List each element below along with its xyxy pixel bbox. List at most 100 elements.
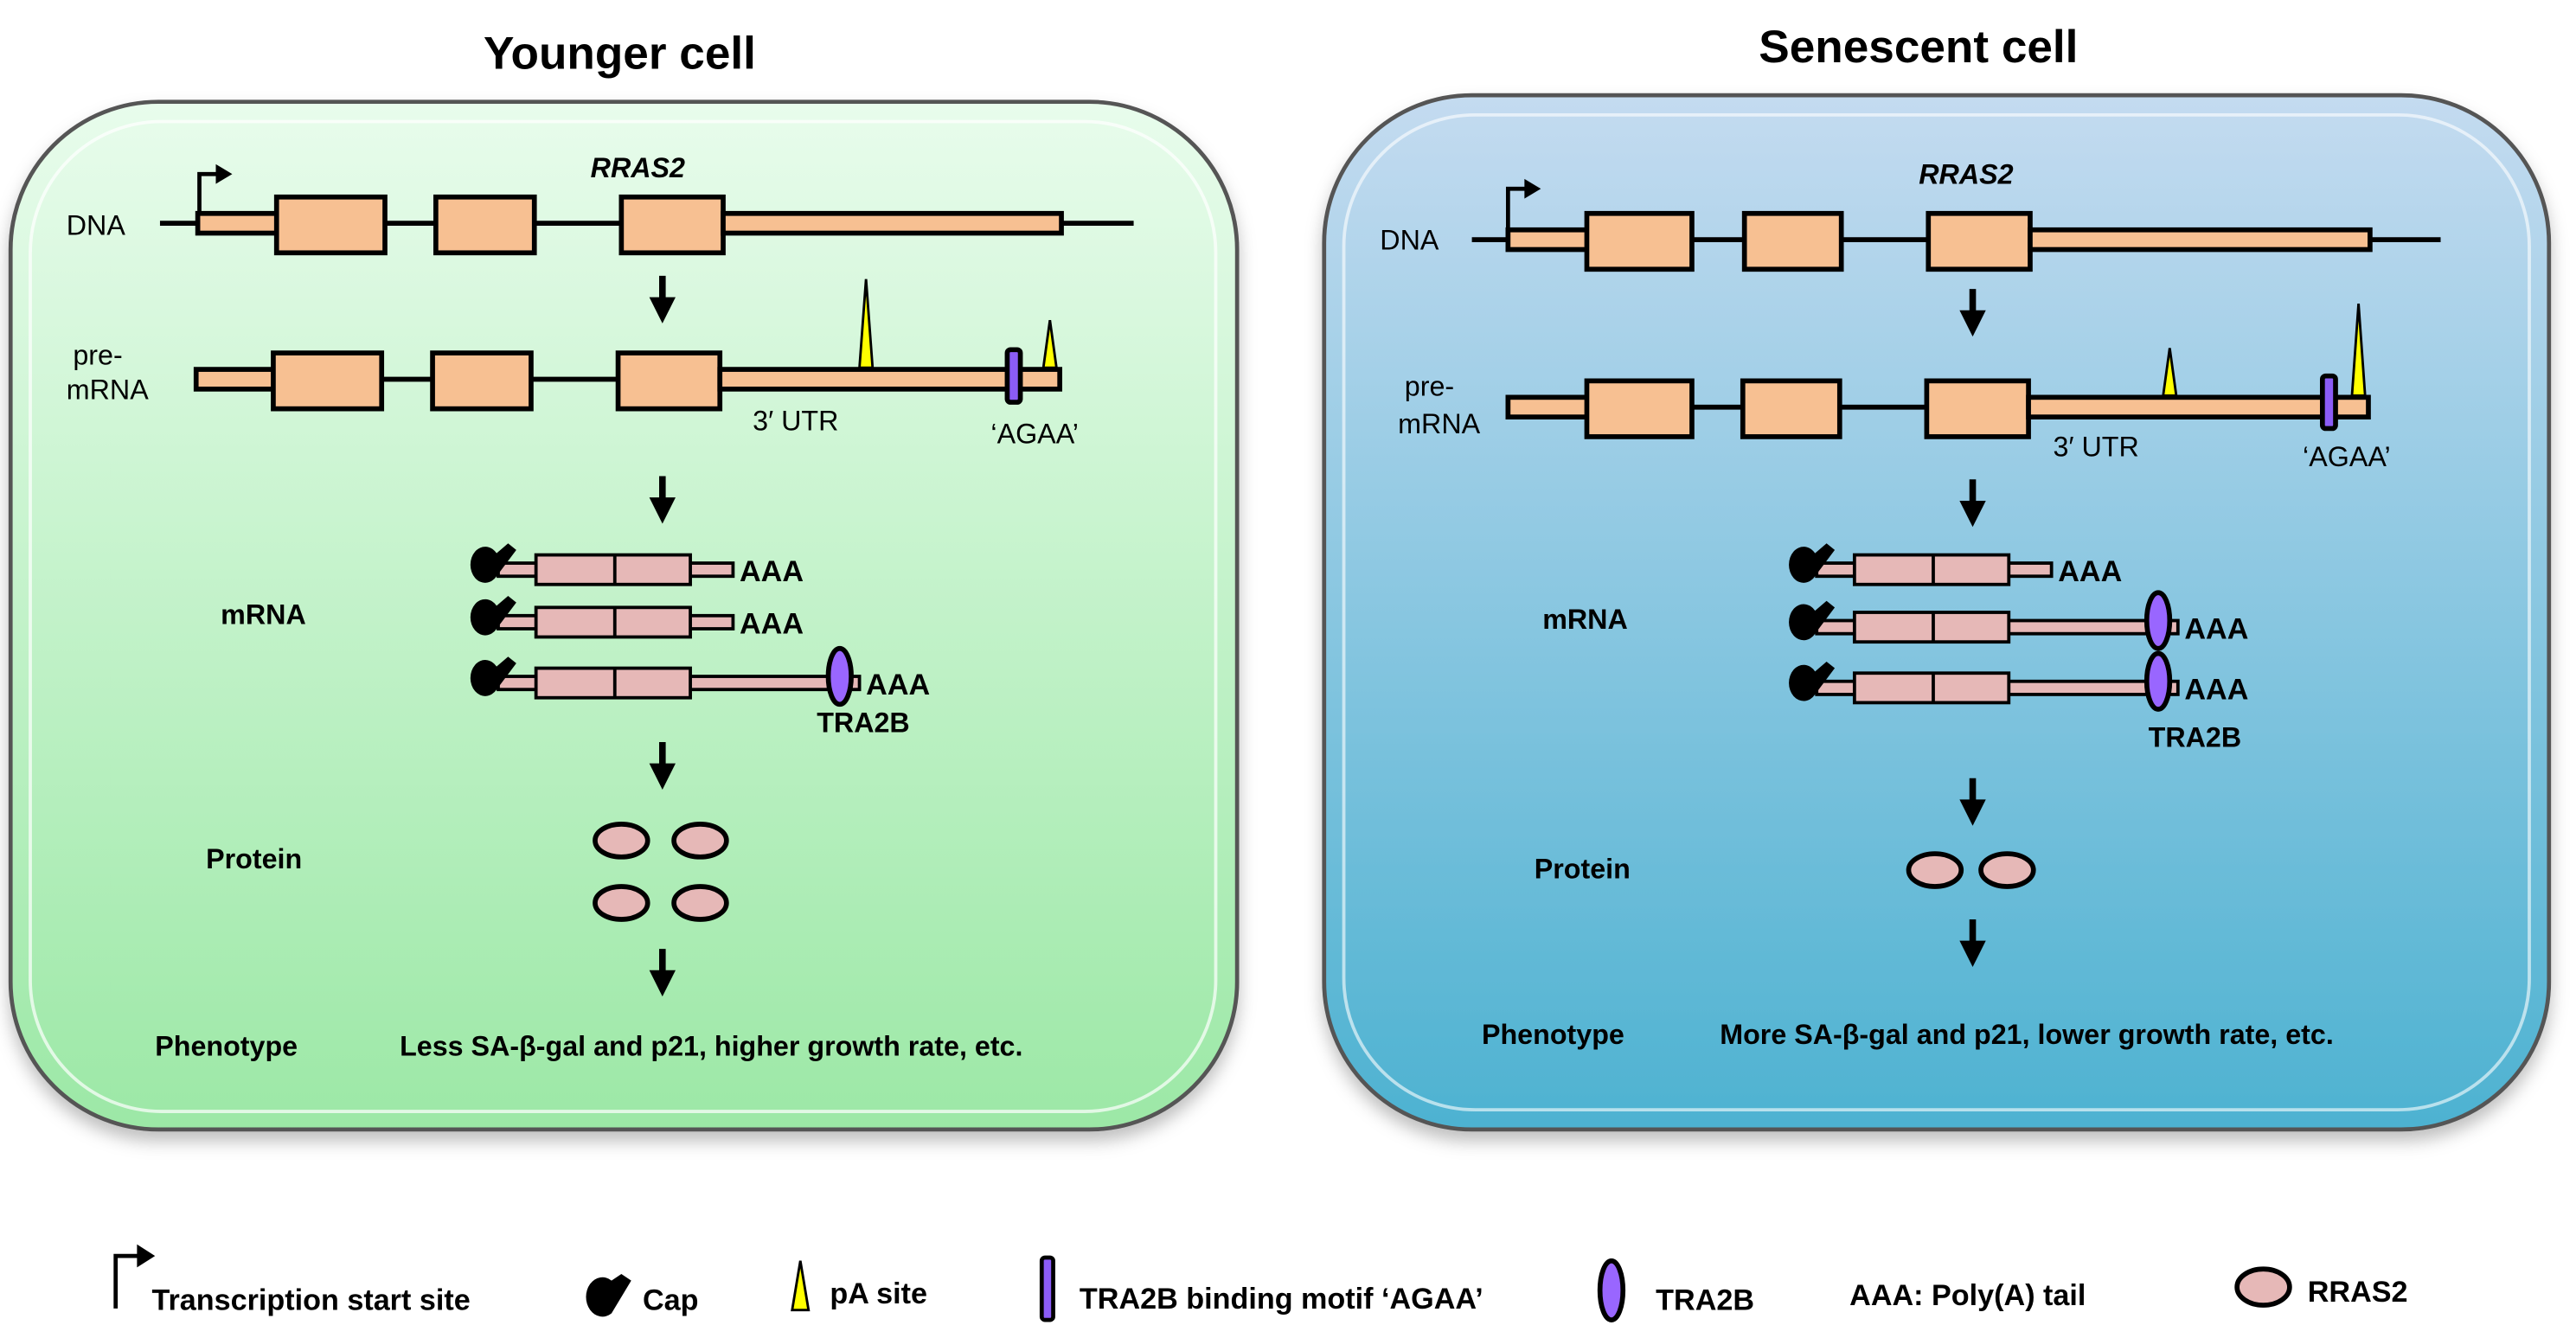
mrna-isoforms: AAA AAA AAA [1789,543,2248,712]
row-label-pre: pre- [73,339,122,370]
pa-site-proximal [2162,348,2178,397]
mrna-isoform: AAA [1789,590,2248,651]
mrna-isoform: AAA [1789,650,2248,712]
legend-label: AAA: Poly(A) tail [1849,1279,2086,1312]
protein-group [1906,851,2036,889]
row-label-mrna-2: mRNA [1398,408,1480,439]
dna-diagram [1471,178,2441,272]
legend-label: RRAS2 [2308,1276,2408,1309]
transcription-start-arrow-icon [197,163,233,215]
row-label-phenotype: Phenotype [1482,1019,1624,1050]
pre-mrna-diagram [193,278,1063,412]
down-arrow [1959,919,1986,968]
mrna-isoform: AAA [470,645,930,707]
row-label-mrna-2: mRNA [67,374,149,405]
rras2-protein [671,884,729,922]
legend: Transcription start site Cap pA site TRA… [113,1244,2408,1322]
binding-motif [2319,373,2338,432]
cap-icon [470,543,516,583]
cell-inner-highlight [29,119,1218,1113]
pa-site-distal [1041,319,1058,369]
mrna-isoform: AAA [470,596,804,641]
motif-label: ‘AGAA’ [2303,441,2391,472]
rras2-protein [593,884,650,922]
legend-label: TRA2B binding motif ‘AGAA’ [1080,1283,1483,1316]
down-arrow [1959,479,1986,528]
pa-site-proximal [858,278,875,369]
rras2-protein [671,822,729,860]
utr-label: 3′ UTR [753,405,838,436]
mrna-isoform: AAA [470,543,804,588]
down-arrow [1959,778,1986,826]
panel-younger: Younger cell RRAS2 DNA pre- mRNA [8,29,1240,1132]
row-label-mrna: mRNA [221,599,306,630]
pa-site-distal [2350,304,2367,397]
panel-senescent: Senescent cell RRAS2 DNA pre- mRNA [1322,22,2552,1132]
legend-item-tra2b: TRA2B [1597,1258,1754,1322]
panel-title: Younger cell [484,29,756,80]
row-label-dna: DNA [67,209,126,240]
exon-1 [273,194,388,256]
binding-motif-icon [1039,1255,1055,1322]
phenotype-text: More SA-β-gal and p21, lower growth rate… [1720,1019,2334,1050]
transcription-start-arrow-icon [113,1244,156,1309]
utr-label: 3′ UTR [2054,432,2139,463]
legend-item-cap: Cap [586,1273,699,1317]
cap-icon [1789,600,1836,641]
cap-icon [470,596,516,636]
tra2b-icon [2143,650,2173,712]
row-label-pre: pre- [1405,370,1454,401]
polya-tail-label: AAA [740,555,804,588]
polya-tail-label: AAA [2184,612,2248,645]
transcription-start-arrow-icon [1505,178,1541,232]
rras2-protein [1978,851,2036,889]
gene-name: RRAS2 [1919,159,2013,190]
cap-icon [1789,543,1836,583]
tra2b-label: TRA2B [817,707,910,739]
polya-tail-label: AAA [866,669,930,701]
cap-icon [586,1273,631,1317]
panel-title: Senescent cell [1759,22,2078,73]
exon-3 [618,194,726,256]
gene-name: RRAS2 [591,152,685,183]
row-label-phenotype: Phenotype [155,1031,298,1062]
mrna-isoforms: AAA AAA AAA [470,543,930,707]
polya-tail-label: AAA [2184,674,2248,707]
pre-mrna-diagram [1505,304,2371,439]
legend-item-polya: AAA: Poly(A) tail [1849,1279,2086,1312]
cap-icon [470,656,516,696]
legend-item-transcription-start: Transcription start site [113,1244,471,1317]
legend-item-binding-motif: TRA2B binding motif ‘AGAA’ [1039,1255,1483,1322]
down-arrow [649,476,676,524]
protein-group [593,822,729,922]
rras2-protein [593,822,650,860]
row-label-dna: DNA [1380,225,1439,256]
legend-label: TRA2B [1656,1284,1754,1317]
legend-label: Transcription start site [151,1284,470,1317]
rras2-protein-icon [2234,1266,2292,1308]
motif-label: ‘AGAA’ [990,419,1079,450]
polya-tail-label: AAA [2058,555,2122,588]
polya-tail-label: AAA [740,608,804,641]
legend-label: Cap [643,1284,699,1317]
down-arrow [649,275,676,323]
phenotype-text: Less SA-β-gal and p21, higher growth rat… [400,1031,1022,1062]
pa-site-icon [791,1260,811,1312]
exon-utr5 [195,210,283,236]
dna-diagram [159,163,1134,256]
row-label-protein: Protein [206,843,302,874]
legend-label: pA site [830,1277,927,1310]
binding-motif [1004,347,1023,405]
down-arrow [649,741,676,791]
down-arrow [1959,289,1986,337]
row-label-mrna: mRNA [1542,604,1628,635]
utr3 [721,210,1064,236]
cell-inner-highlight [1342,112,2531,1112]
down-arrow [649,949,676,997]
row-label-protein: Protein [1535,854,1631,885]
tra2b-icon [1597,1258,1626,1322]
cap-icon [1789,661,1836,701]
exon-2 [433,194,537,256]
rras2-protein [1906,851,1964,889]
